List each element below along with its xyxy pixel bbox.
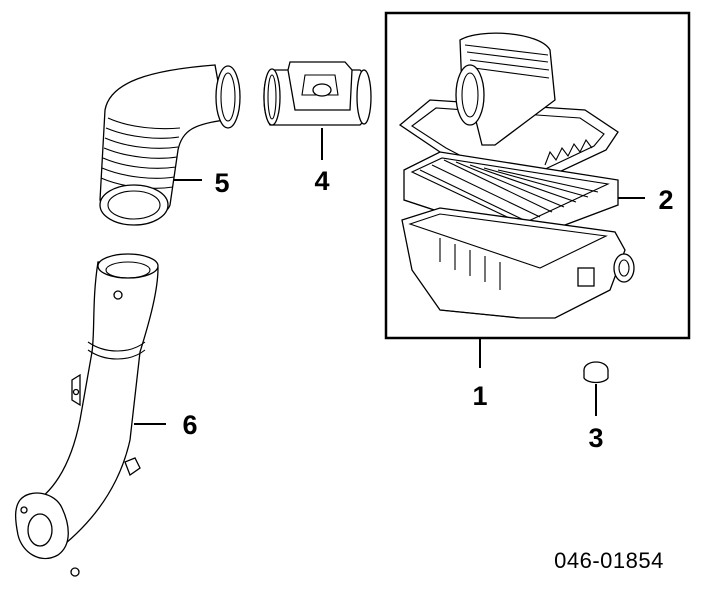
part-2-filter-element xyxy=(403,151,645,241)
label-5: 5 xyxy=(214,168,229,198)
part-5-corrugated-hose xyxy=(99,64,241,226)
air-cleaner-lower-case xyxy=(401,207,635,319)
reference-code: 046-01854 xyxy=(554,548,664,573)
air-cleaner-upper-case xyxy=(398,32,619,189)
part-1-assembly-box xyxy=(384,11,691,368)
label-3: 3 xyxy=(588,423,603,453)
part-4-air-flow-meter xyxy=(263,61,372,160)
part-3-grommet xyxy=(583,361,609,416)
label-4: 4 xyxy=(314,166,329,196)
label-1: 1 xyxy=(472,381,487,411)
label-2: 2 xyxy=(658,185,673,215)
label-6: 6 xyxy=(182,410,197,440)
part-6-intake-pipe xyxy=(14,253,166,577)
